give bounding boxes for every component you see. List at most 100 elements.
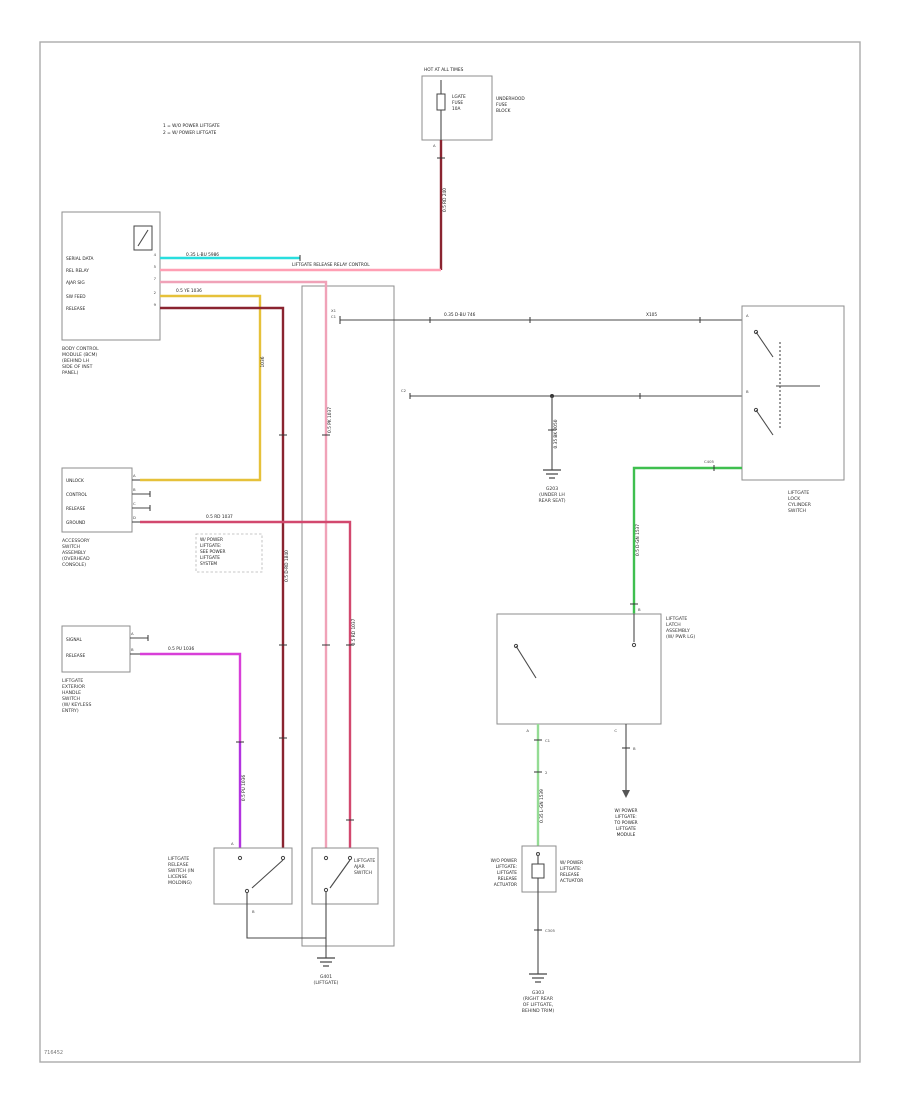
lock-cylinder-box: [741, 305, 845, 481]
fuse-block-name-line: UNDERHOOD: [496, 96, 525, 102]
accessory-label-line: CONSOLE): [62, 562, 86, 568]
note-line: SYSTEM: [200, 561, 217, 567]
release-switch-label-line: LICENSE: [168, 874, 187, 880]
accessory-box: [61, 467, 133, 533]
switch-terminal: [237, 855, 243, 861]
fuse-block-name-line: FUSE: [496, 102, 507, 108]
wire-label: 0.5 RD 1037: [351, 618, 357, 645]
fuse-pin-label: A: [433, 143, 436, 148]
bcm-row: RELEASE: [66, 306, 85, 312]
release-switch-box: [213, 847, 293, 905]
wire-label: 0.5 RD 1037: [206, 514, 233, 520]
release-switch-label-line: RELEASE: [168, 862, 189, 868]
accessory-label-line: (OVERHEAD: [62, 556, 90, 562]
bus-line-upper: X1 C1 0.35 D-BU 746 X105: [331, 308, 742, 324]
legend: 1 = W/O POWER LIFTGATE 2 = W/ POWER LIFT…: [163, 123, 220, 136]
pl-module-line: MODULE: [617, 832, 636, 838]
wire-crimson: 0.5 RD 1037 0.5 RD 1037: [140, 514, 357, 848]
lock-cyl-label-line: LIFTGATE: [788, 490, 809, 496]
latch-label-line: ASSEMBLY: [666, 628, 690, 634]
ajar-switch-label-line: SWITCH: [354, 870, 372, 876]
latch-label-line: LATCH: [666, 622, 681, 628]
switch-blade-icon: [251, 859, 284, 889]
accessory-label-line: SWITCH: [62, 544, 80, 550]
switch-blade-icon: [515, 645, 537, 679]
actuator-right-line: LIFTGATE:: [560, 866, 581, 872]
bcm-connector-icon: [133, 225, 153, 251]
actuator-left-line: ACTUATOR: [494, 882, 517, 888]
diagram-code: 716452: [44, 1050, 63, 1056]
latch-box: [496, 613, 662, 725]
switch-terminal: [753, 329, 759, 335]
pl-module-line: W/ POWER: [615, 808, 638, 814]
wire-label: 0.35 L-GN 1539: [539, 789, 545, 823]
fuse-block-box: [421, 75, 493, 141]
accessory-row: UNLOCK: [66, 478, 84, 484]
wire-label: 0.5 PU 1036: [168, 646, 195, 652]
bcm-label-line: BODY CONTROL: [62, 346, 99, 352]
wire-label: 0.5 D-GN 1537: [635, 524, 641, 556]
bcm-pin: 7: [154, 276, 157, 281]
note-line: LIFTGATE: [200, 555, 220, 561]
note-line: SEE POWER: [200, 549, 225, 555]
wire-label: X105: [646, 312, 657, 318]
lock-cyl-label-line: SWITCH: [788, 508, 806, 514]
wire-label: 0.35 L-BU 5986: [186, 252, 219, 258]
switch-ground: G401 (LIFTGATE): [246, 904, 339, 986]
legend-line-1: 1 = W/O POWER LIFTGATE: [163, 123, 220, 129]
wire-label: 0.35 D-BU 746: [444, 312, 476, 318]
wire-label: 0.5 D-RD 1840: [284, 550, 290, 582]
fuse-name-line: FUSE: [452, 100, 463, 106]
handle-switch-box: [61, 625, 131, 673]
pin-letter: B: [252, 909, 255, 914]
switch-terminal: [631, 642, 637, 648]
note-line: W/ POWER: [200, 537, 223, 543]
actuator-left-line: RELEASE: [498, 876, 517, 882]
pl-module-line: LIFTGATE:: [615, 814, 636, 820]
accessory-switch-assembly: UNLOCK CONTROL RELEASE GROUND A B C D AC…: [61, 467, 151, 568]
bcm-pin: 5: [154, 264, 157, 269]
handle-label-line: (W/ KEYLESS: [62, 702, 91, 708]
note-line: LIFTGATE:: [200, 543, 221, 549]
bcm-label-line: MODULE (BCM): [62, 352, 97, 358]
hot-label: HOT AT ALL TIMES: [424, 67, 464, 73]
pin-letter: D: [133, 515, 136, 520]
tick-label: C405: [704, 459, 714, 464]
handle-label-line: EXTERIOR: [62, 684, 86, 690]
wire-yellow: [140, 294, 262, 482]
pin-letter: A: [746, 313, 749, 318]
ground-label-line: REAR SEAT): [538, 498, 565, 504]
switch-blade-icon: [755, 331, 774, 358]
tick-label: B: [633, 746, 636, 751]
bcm-row: SW FEED: [66, 294, 86, 300]
actuator-coil-icon: [531, 863, 545, 879]
underhood-fuse-block: HOT AT ALL TIMES LGATE FUSE 10A UNDERHOO…: [421, 67, 525, 148]
ground-symbol-g303: [529, 973, 547, 983]
release-switch-label-line: LIFTGATE: [168, 856, 189, 862]
actuator-ground: C305 G303 (RIGHT REAR OF LIFTGATE, BEHIN…: [522, 892, 555, 1014]
legend-line-2: 2 = W/ POWER LIFTGATE: [163, 130, 217, 136]
ajar-switch-box: [311, 847, 379, 905]
tick-label: C305: [545, 928, 555, 933]
handle-row: SIGNAL: [66, 637, 82, 643]
actuator-left-line: LIFTGATE: [497, 870, 517, 876]
lock-cylinder-switch: A B LIFTGATE LOCK CYLINDER SWITCH: [741, 305, 845, 514]
tick-label: C1: [331, 314, 337, 319]
actuator-terminal: [536, 852, 540, 856]
wire-pink-vertical: [160, 280, 328, 848]
actuator-left-line: W/O POWER: [491, 858, 517, 864]
bcm-pin: 9: [154, 302, 157, 307]
wire-label: 0.5 PU 1036: [241, 775, 247, 802]
wire-label: 1036: [260, 356, 266, 367]
ajar-switch-label-line: AJAR: [354, 864, 366, 870]
pin-letter: A: [526, 728, 529, 733]
switch-terminal: [513, 643, 519, 649]
ground-label-line: (UNDER LH: [539, 492, 565, 498]
bcm-row: AJAR SIG: [66, 280, 85, 286]
ground-merge-wire: [246, 904, 327, 958]
diagram-border: [39, 41, 861, 1063]
wire-label: 0.5 PK 1037: [327, 407, 333, 433]
bcm-connector-blade: [137, 229, 149, 247]
accessory-row: CONTROL: [66, 492, 88, 498]
